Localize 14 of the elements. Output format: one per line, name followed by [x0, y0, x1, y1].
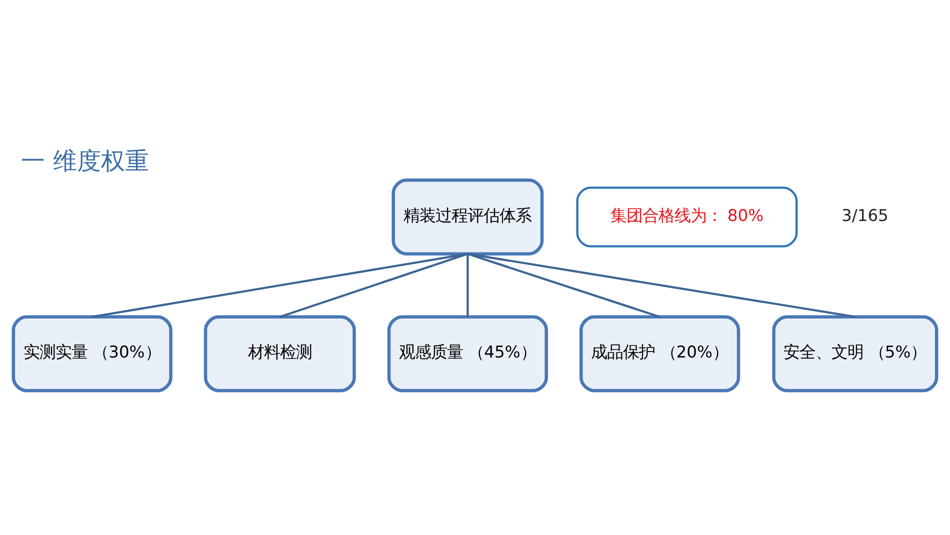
node-box: 集团合格线为： 80% [576, 186, 798, 247]
connector [280, 252, 468, 318]
node-box: 成品保护 （20%） [579, 314, 740, 392]
diagram-title: 一 维度权重 [21, 146, 149, 174]
node-box: 安全、文明 （5%） [772, 314, 938, 392]
connector [92, 252, 468, 318]
node-box: 精装过程评估体系 [392, 178, 544, 256]
label: 3/165 [842, 205, 888, 224]
connector [468, 252, 856, 318]
connector [466, 253, 469, 316]
node-box: 观感质量 （45%） [387, 314, 548, 392]
connector [467, 252, 660, 318]
node-box: 材料检测 [204, 314, 356, 392]
node-box: 实测实量 （30%） [12, 314, 172, 392]
